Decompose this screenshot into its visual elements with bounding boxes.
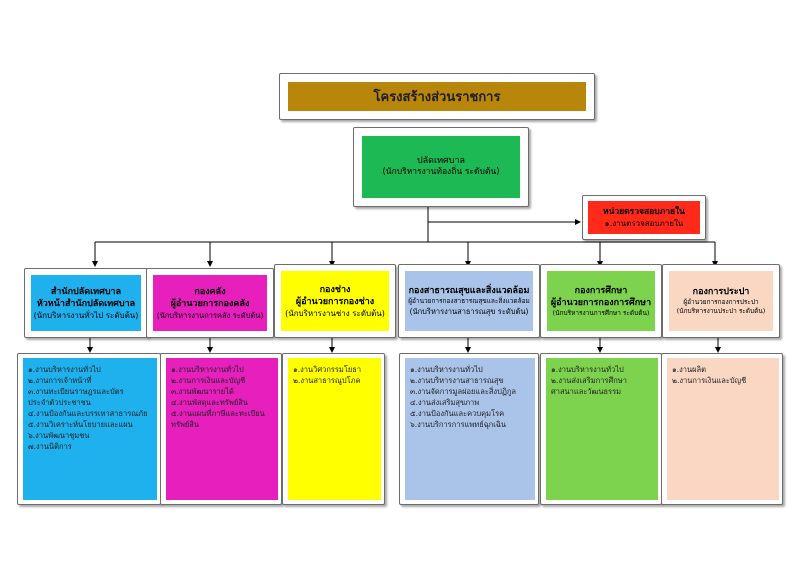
department-education-subtitle: (นักบริหารงานการศึกษา ระดับต้น)	[552, 308, 650, 317]
water-duties-box: ๑.งานผลิต ๒.งานการเงินและบัญชี	[661, 353, 783, 505]
department-health-fill: กองสาธารณสุขและสิ่งแวดล้อม ผู้อำนวยการกอ…	[405, 271, 533, 331]
department-water-fill: กองการประปา ผู้อำนวยการกองการประปา (นักบ…	[669, 271, 773, 331]
list-item: ๔.งานพัสดุและทรัพย์สิน	[171, 398, 248, 407]
audit-title: หน่วยตรวจสอบภายใน	[602, 207, 685, 217]
list-item: ๑.งานบริหารงานทั่วไป	[28, 365, 101, 374]
list-item: ๔.งานป้องกันและบรรเทาสาธารณภัย	[28, 409, 148, 418]
department-finance: กองคลัง ผู้อำนวยการกองคลัง (นักบริหารงาน…	[146, 268, 274, 338]
list-item: ๒.งานส่งเสริมการศึกษา	[551, 376, 627, 385]
department-health-title: กองสาธารณสุขและสิ่งแวดล้อม	[408, 286, 530, 296]
mayor-fill: ปลัดเทศบาล (นักบริหารงานท้องถิ่น ระดับต้…	[362, 136, 520, 198]
list-item: ๖.งานบริการการแพทย์ฉุกเฉิน	[410, 420, 507, 429]
water-duties-list: ๑.งานผลิต ๒.งานการเงินและบัญชี	[667, 358, 779, 500]
audit-box: หน่วยตรวจสอบภายใน ๑.งานตรวจสอบภายใน	[582, 195, 706, 240]
list-item: ๕.งานป้องกันและควบคุมโรค	[410, 409, 505, 418]
page-title: โครงสร้างส่วนราชการ	[373, 90, 501, 105]
department-office-title: สำนักปลัดเทศบาล	[50, 286, 122, 297]
list-item: ๒.งานการเจ้าหน้าที่	[28, 376, 92, 385]
department-finance-head: ผู้อำนวยการกองคลัง	[170, 298, 250, 309]
department-engineering-title: กองช่าง	[319, 284, 351, 295]
office-duties-box: ๑.งานบริหารงานทั่วไป ๒.งานการเจ้าหน้าที่…	[17, 353, 161, 505]
list-item: ๑.งานวิศวกรรมโยธา	[293, 365, 362, 374]
list-item: ๖.งานพัฒนาชุมชน	[28, 431, 90, 440]
list-item: ๓.งานทะเบียนราษฎรและบัตร	[28, 387, 124, 396]
engineering-duties-list: ๑.งานวิศวกรรมโยธา ๒.งานสาธารณูปโภค	[288, 358, 381, 500]
department-water-subtitle: (นักบริหารงานประปา ระดับต้น)	[676, 307, 766, 315]
list-item: ๑.งานบริหารงานทั่วไป	[410, 365, 483, 374]
list-item: ๒.งานการเงินและบัญชี	[171, 376, 246, 385]
list-item: ทรัพย์สิน	[171, 420, 200, 429]
list-item: ๕.งานแผนที่ภาษีและทะเบียน	[171, 409, 265, 418]
list-item: ๑.งานบริหารงานทั่วไป	[171, 365, 244, 374]
department-education-title: กองการศึกษา	[574, 285, 628, 296]
list-item: ๕.งานวิเคราะห์นโยบายและแผน	[28, 420, 133, 429]
office-duties-list: ๑.งานบริหารงานทั่วไป ๒.งานการเจ้าหน้าที่…	[23, 358, 157, 500]
list-item: ๓.งานพัฒนารายได้	[171, 387, 234, 396]
department-engineering-fill: กองช่าง ผู้อำนวยการกองช่าง (นักบริหารงาน…	[281, 271, 389, 331]
department-education: กองการศึกษา ผู้อำนวยการกองการศึกษา (นักบ…	[540, 264, 662, 338]
title-fill: โครงสร้างส่วนราชการ	[288, 82, 586, 111]
audit-item: ๑.งานตรวจสอบภายใน	[604, 219, 684, 228]
department-health-head: ผู้อำนวยการกองสาธารณสุขและสิ่งแวดล้อม	[408, 297, 530, 305]
department-finance-title: กองคลัง	[194, 286, 226, 297]
department-water: กองการประปา ผู้อำนวยการกองการประปา (นักบ…	[662, 264, 780, 338]
health-duties-box: ๑.งานบริหารงานทั่วไป ๒.งานบริหารงานสาธาร…	[399, 353, 539, 505]
health-duties-list: ๑.งานบริหารงานทั่วไป ๒.งานบริหารงานสาธาร…	[405, 358, 535, 500]
finance-duties-box: ๑.งานบริหารงานทั่วไป ๒.งานการเงินและบัญช…	[160, 353, 282, 505]
department-finance-fill: กองคลัง ผู้อำนวยการกองคลัง (นักบริหารงาน…	[153, 275, 267, 331]
department-engineering-subtitle: (นักบริหารงานช่าง ระดับต้น)	[285, 308, 385, 318]
list-item: ๒.งานการเงินและบัญชี	[672, 376, 747, 385]
mayor-box: ปลัดเทศบาล (นักบริหารงานท้องถิ่น ระดับต้…	[353, 127, 529, 207]
list-item: ประจำตัวประชาชน	[28, 398, 91, 407]
department-health: กองสาธารณสุขและสิ่งแวดล้อม ผู้อำนวยการกอ…	[398, 264, 540, 338]
department-water-title: กองการประปา	[692, 287, 750, 297]
department-office-subtitle: (นักบริหารงานทั่วไป ระดับต้น)	[33, 310, 139, 320]
department-education-fill: กองการศึกษา ผู้อำนวยการกองการศึกษา (นักบ…	[547, 271, 655, 331]
mayor-subtitle: (นักบริหารงานท้องถิ่น ระดับต้น)	[382, 167, 500, 177]
list-item: ศาสนาและวัฒนธรรม	[551, 387, 622, 396]
list-item: ๑.งานผลิต	[672, 365, 707, 374]
department-water-head: ผู้อำนวยการกองการประปา	[683, 298, 759, 306]
audit-fill: หน่วยตรวจสอบภายใน ๑.งานตรวจสอบภายใน	[588, 201, 700, 234]
list-item: ๒.งานสาธารณูปโภค	[293, 376, 361, 385]
engineering-duties-box: ๑.งานวิศวกรรมโยธา ๒.งานสาธารณูปโภค	[282, 353, 385, 505]
department-engineering-head: ผู้อำนวยการกองช่าง	[295, 296, 375, 307]
department-office-head: หัวหน้าสำนักปลัดเทศบาล	[36, 298, 136, 309]
department-engineering: กองช่าง ผู้อำนวยการกองช่าง (นักบริหารงาน…	[274, 264, 396, 338]
education-duties-list: ๑.งานบริหารงานทั่วไป ๒.งานส่งเสริมการศึก…	[546, 358, 658, 500]
list-item: ๒.งานบริหารงานสาธารณสุข	[410, 376, 504, 385]
education-duties-box: ๑.งานบริหารงานทั่วไป ๒.งานส่งเสริมการศึก…	[540, 353, 662, 505]
department-finance-subtitle: (นักบริหารงานการคลัง ระดับต้น)	[156, 310, 264, 320]
list-item: ๓.งานจัดการมูลฝอยและสิ่งปฏิกูล	[410, 387, 517, 396]
department-health-subtitle: (นักบริหารงานสาธารณสุข ระดับต้น)	[409, 307, 529, 316]
list-item: ๔.งานส่งเสริมสุขภาพ	[410, 398, 480, 407]
list-item: ๗.งานนิติการ	[28, 442, 72, 451]
department-education-head: ผู้อำนวยการกองการศึกษา	[550, 297, 652, 308]
title-box: โครงสร้างส่วนราชการ	[279, 73, 595, 120]
list-item: ๑.งานบริหารงานทั่วไป	[551, 365, 624, 374]
finance-duties-list: ๑.งานบริหารงานทั่วไป ๒.งานการเงินและบัญช…	[166, 358, 278, 500]
department-office: สำนักปลัดเทศบาล หัวหน้าสำนักปลัดเทศบาล (…	[24, 268, 148, 338]
department-office-fill: สำนักปลัดเทศบาล หัวหน้าสำนักปลัดเทศบาล (…	[31, 275, 141, 331]
mayor-title: ปลัดเทศบาล	[416, 156, 466, 166]
